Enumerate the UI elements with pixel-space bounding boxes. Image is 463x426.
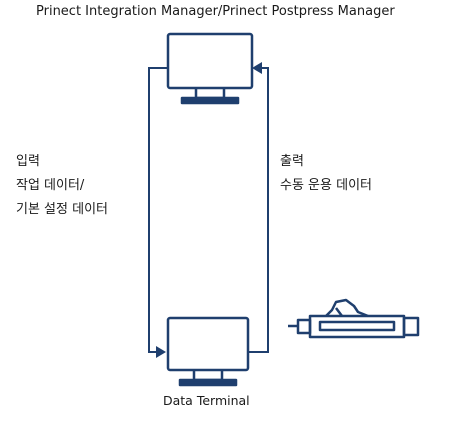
output-label-line-1: 출력 (280, 154, 304, 169)
input-label-line-1: 입력 (16, 154, 40, 169)
input-labels: 입력 작업 데이터/ 기본 설정 데이터 (16, 150, 108, 222)
input-label-line-3: 기본 설정 데이터 (16, 202, 108, 217)
output-labels: 출력 수동 운용 데이터 (280, 150, 372, 198)
top-monitor-icon (166, 32, 254, 105)
terminal-label: Data Terminal (163, 393, 250, 408)
bottom-monitor-icon (166, 316, 250, 387)
input-arrow-icon (148, 67, 168, 353)
diagram-title: Prinect Integration Manager/Prinect Post… (36, 4, 395, 19)
output-arrow-icon (248, 67, 269, 353)
scanner-device-icon (288, 298, 420, 339)
output-label-line-2: 수동 운용 데이터 (280, 178, 372, 193)
input-label-line-2: 작업 데이터/ (16, 178, 85, 193)
